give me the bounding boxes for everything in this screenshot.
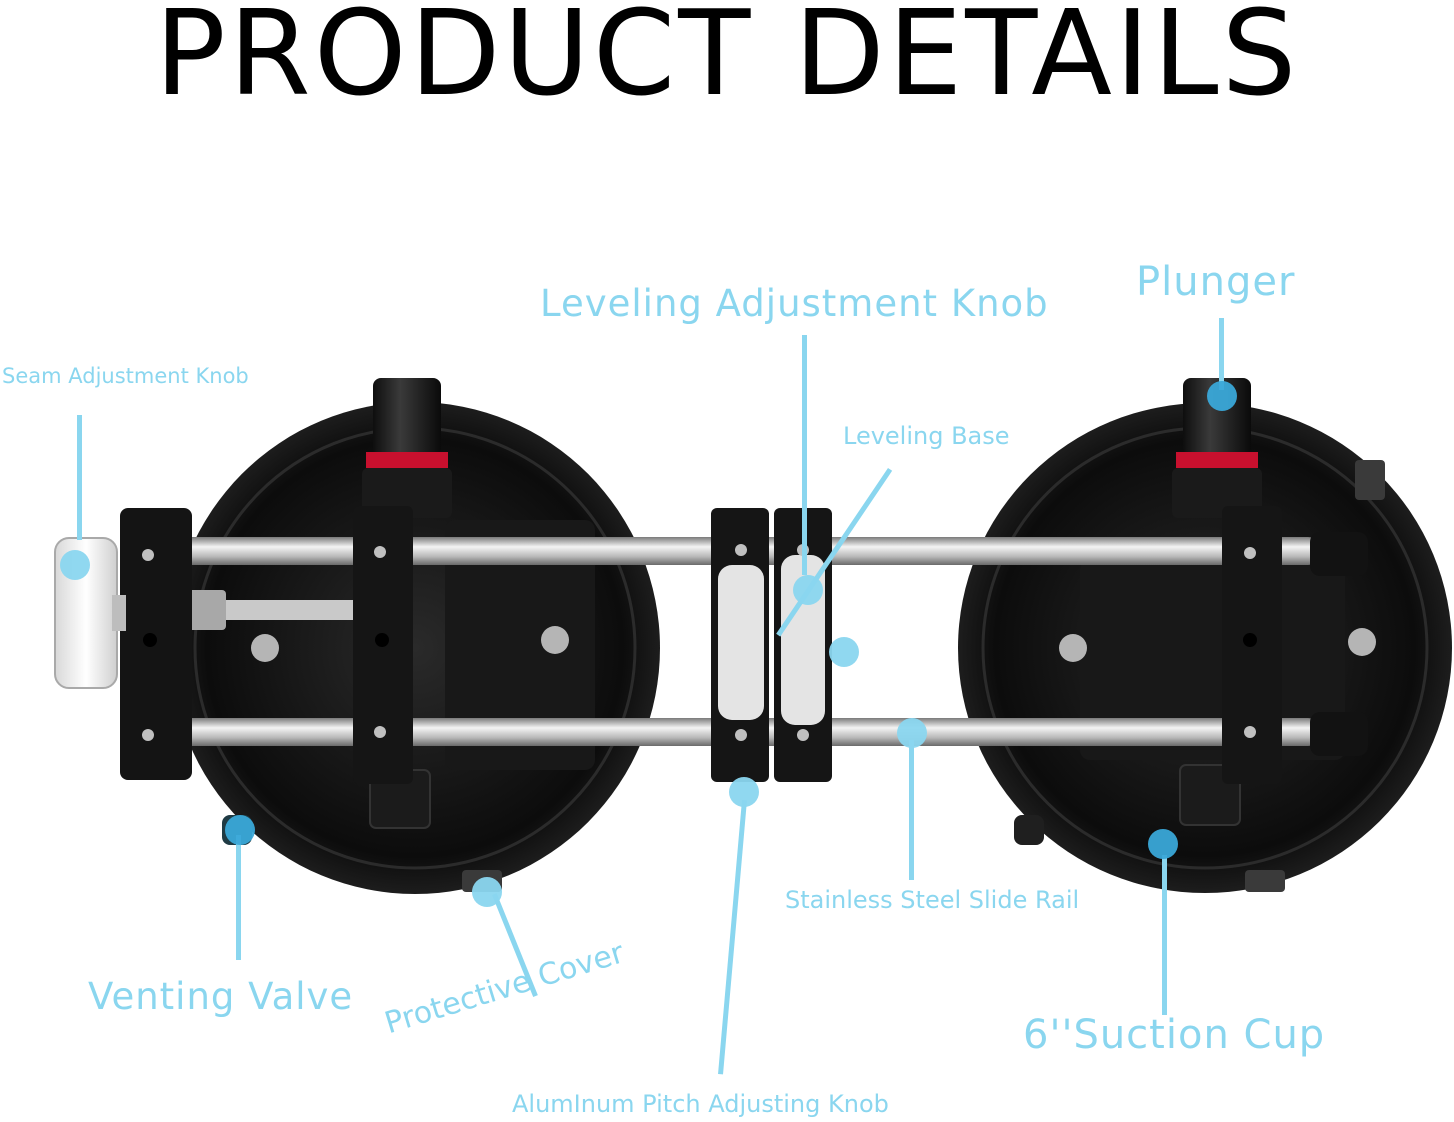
label-plunger: Plunger — [1136, 259, 1296, 305]
label-leveling-base: Leveling Base — [843, 422, 1010, 450]
callout-dot-plunger — [1207, 381, 1237, 411]
callout-line-seam-knob — [77, 415, 82, 540]
right-end-block — [1222, 506, 1282, 784]
label-venting-valve: Venting Valve — [88, 975, 354, 1018]
label-leveling-adjustment-knob: Leveling Adjustment Knob — [540, 282, 1049, 325]
callout-line-plunger — [1219, 318, 1224, 390]
left-suction-cup — [170, 402, 660, 894]
left-plunger — [362, 378, 452, 518]
left-end-block — [120, 508, 192, 780]
callout-dot-pitch-knob — [729, 777, 759, 807]
label-suction-cup: 6''Suction Cup — [1023, 1012, 1326, 1058]
callout-line-leveling-knob — [802, 335, 807, 575]
label-stainless-steel-slide-rail: Stainless Steel Slide Rail — [785, 886, 1080, 914]
label-aluminum-pitch-adjusting-knob: AlumInum Pitch Adjusting Knob — [512, 1090, 889, 1118]
seam-adjustment-rod — [182, 590, 372, 630]
callout-dot-protective-cover — [472, 877, 502, 907]
callout-dot-seam-knob — [60, 550, 90, 580]
right-plunger — [1172, 378, 1262, 518]
callout-dot-leveling-base — [829, 637, 859, 667]
callout-line-slide-rail — [909, 740, 914, 880]
callout-dot-venting-valve — [225, 815, 255, 845]
page-title: PRODUCT DETAILS — [154, 0, 1300, 122]
callout-line-venting-valve — [236, 835, 241, 960]
callout-dot-suction-cup — [1148, 829, 1178, 859]
callout-dot-leveling-knob — [793, 575, 823, 605]
label-seam-adjustment-knob: Seam Adjustment Knob — [2, 364, 249, 388]
callout-dot-slide-rail — [897, 718, 927, 748]
callout-line-suction-cup — [1162, 855, 1167, 1015]
left-inner-block — [353, 506, 413, 784]
